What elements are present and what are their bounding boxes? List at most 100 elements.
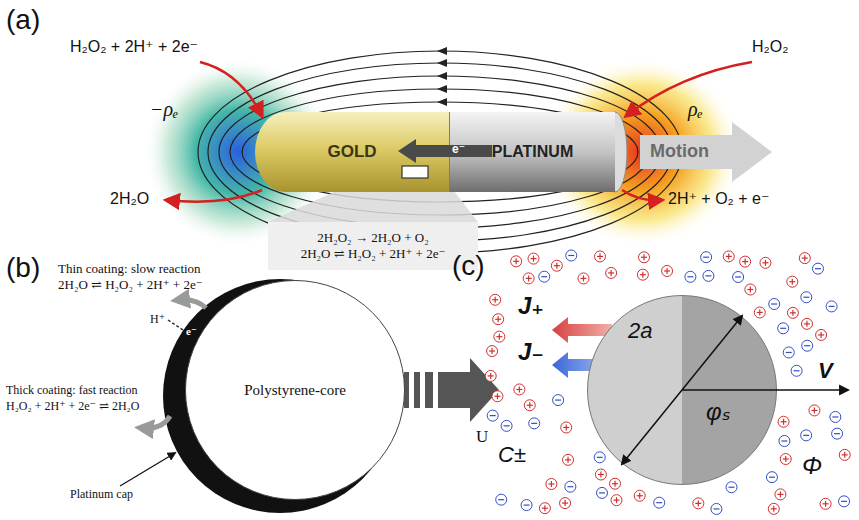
anion <box>832 428 843 439</box>
node-text: 2a <box>628 318 652 344</box>
cation <box>693 498 704 509</box>
potential-label: Φ <box>802 452 822 480</box>
panel-label: (a) <box>6 4 40 36</box>
flux-label: J₋ <box>518 338 544 366</box>
node-text: PLATINUM <box>492 142 573 161</box>
cation <box>485 370 496 381</box>
cation <box>809 405 820 416</box>
cation <box>493 314 504 325</box>
field-arrowhead <box>437 59 447 67</box>
cation <box>560 498 571 509</box>
anion <box>521 500 532 511</box>
reaction-arrow <box>166 190 262 202</box>
cation <box>561 422 572 433</box>
reactant-label: H₂O₂ <box>752 38 788 56</box>
anion <box>701 252 712 263</box>
charge-label: −ρₑ <box>150 98 178 121</box>
reaction-arrow <box>622 190 662 200</box>
anion <box>487 410 498 421</box>
note-label: Thin coating: slow reaction <box>58 262 201 277</box>
cation <box>487 346 498 357</box>
concentration-label: C± <box>498 442 526 467</box>
electron-label: e⁻ <box>452 143 465 157</box>
anion <box>802 340 813 351</box>
anion <box>685 271 696 282</box>
anion <box>769 299 780 310</box>
cation <box>546 479 557 490</box>
cation <box>745 284 756 295</box>
node-text: Polystyrene-core <box>244 381 346 399</box>
cation <box>775 489 786 500</box>
part-label: Platinum cap <box>70 488 133 502</box>
panel-label: (b) <box>6 252 40 284</box>
motion-arrow: Motion <box>640 122 772 182</box>
field-arrowhead <box>437 47 447 55</box>
cation <box>595 469 606 480</box>
reaction-arrow <box>200 62 262 116</box>
cation <box>639 252 650 263</box>
cation <box>787 307 798 318</box>
cation <box>514 384 525 395</box>
anion <box>496 494 507 505</box>
charge-label: ρₑ <box>688 98 703 121</box>
anion <box>826 301 837 312</box>
electron-label: e⁻ <box>186 325 197 338</box>
cation <box>610 478 621 489</box>
anion <box>791 365 802 376</box>
cation <box>539 503 550 514</box>
reaction-arrow <box>142 416 170 428</box>
leader-line <box>120 453 175 486</box>
cation <box>492 391 503 402</box>
anion <box>766 472 777 483</box>
anion <box>594 452 605 463</box>
anion <box>654 497 665 508</box>
anion <box>733 271 744 282</box>
reaction-box: 2H₂O₂ → 2H₂O + O₂2H₂O ⇌ H₂O₂ + 2H⁺ + 2e⁻ <box>268 222 478 270</box>
reactant-label: H₂O₂ + 2H⁺ + 2e⁻ <box>70 38 198 56</box>
field-line <box>219 76 661 228</box>
cation <box>563 454 574 465</box>
anion <box>553 395 564 406</box>
cation <box>754 307 765 318</box>
product-label: 2H⁺ + O₂ + e⁻ <box>668 190 769 208</box>
flux-label: J₊ <box>518 292 544 320</box>
cation <box>511 256 522 267</box>
field-line <box>242 102 638 202</box>
anion <box>783 347 794 358</box>
anion <box>566 250 577 261</box>
cation <box>787 276 798 287</box>
node-text: φₛ <box>706 398 731 427</box>
arrow-shape <box>640 122 772 182</box>
ion-cloud <box>485 250 850 514</box>
velocity-label: U <box>476 427 488 447</box>
equation-label: 2H₂O ⇌ H₂O₂ + 2H⁺ + 2e⁻ <box>58 278 203 293</box>
cation <box>662 265 673 276</box>
cation <box>490 294 501 305</box>
anion <box>565 481 576 492</box>
node-text: 2H₂O ⇌ H₂O₂ + 2H⁺ + 2e⁻ <box>301 246 446 262</box>
anion <box>801 430 812 441</box>
cation <box>778 416 789 427</box>
cation <box>606 267 617 278</box>
cation <box>780 454 791 465</box>
anion <box>839 496 850 507</box>
anion <box>539 271 550 282</box>
equation-label: H₂O₂ + 2H⁺ + 2e⁻ ⇌ 2H₂O <box>6 400 139 414</box>
anion <box>830 411 841 422</box>
cation <box>637 269 648 280</box>
field-arrowhead <box>437 72 447 80</box>
anion <box>597 487 608 498</box>
cation <box>801 318 812 329</box>
cation <box>723 251 734 262</box>
anion <box>711 503 722 514</box>
anion <box>703 270 714 281</box>
velocity-arrow <box>404 358 499 422</box>
gold-segment: GOLD <box>255 112 450 192</box>
cation <box>551 260 562 271</box>
panel-label: (c) <box>452 250 485 282</box>
node-text: GOLD <box>327 142 376 162</box>
cation <box>528 253 539 264</box>
cation <box>634 490 645 501</box>
platinum-segment: PLATINUM <box>450 112 615 192</box>
